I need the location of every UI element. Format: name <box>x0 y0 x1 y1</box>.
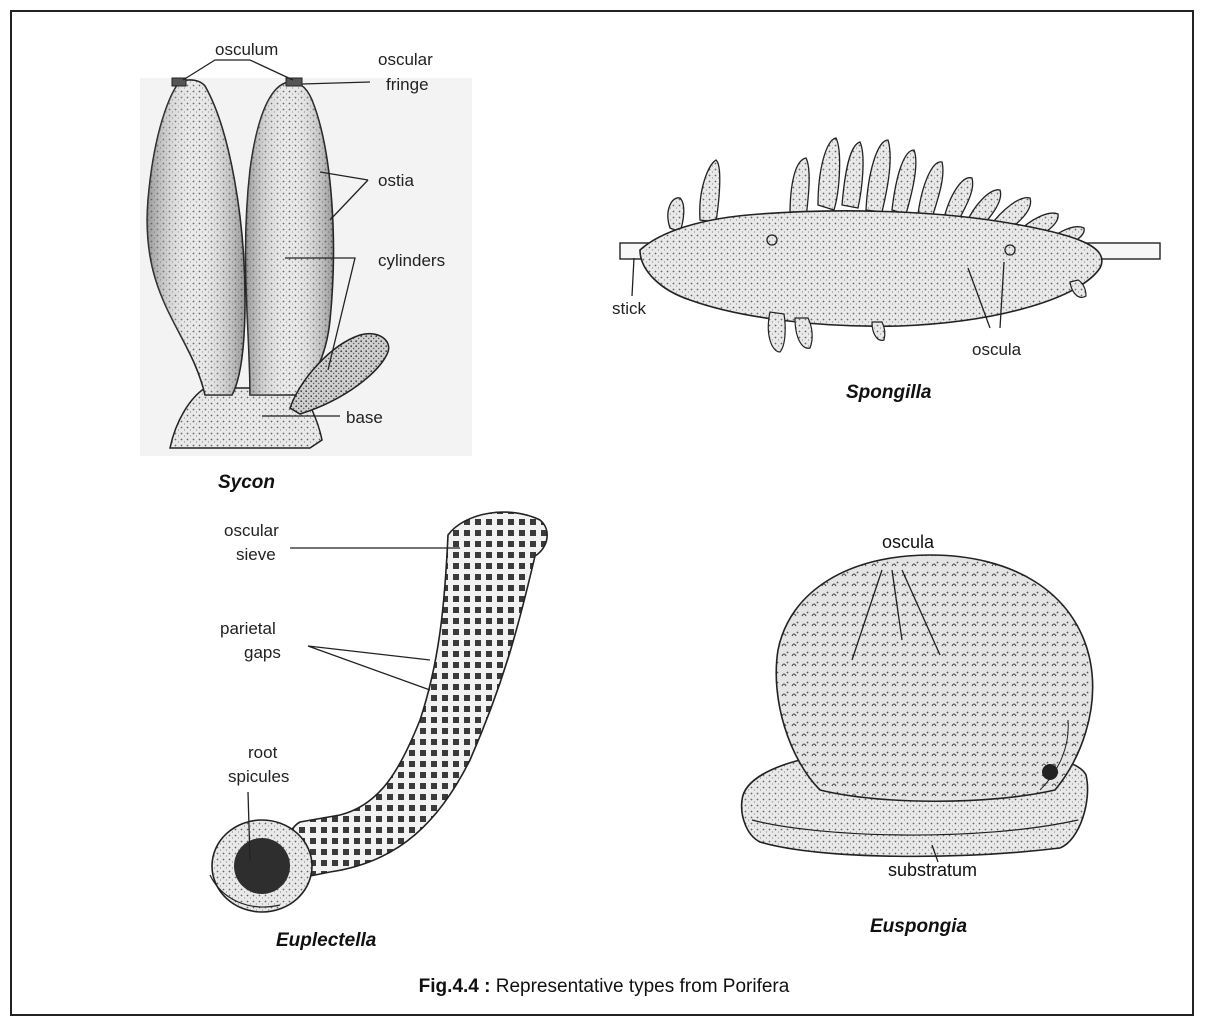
label-parietal-gaps-line1: parietal <box>220 619 276 638</box>
species-name-euspongia: Euspongia <box>870 916 968 937</box>
label-oscula-euspongia: oscula <box>882 532 935 552</box>
spongilla-illustration <box>620 138 1160 352</box>
euplectella-illustration <box>210 512 547 912</box>
label-ostia: ostia <box>378 171 414 190</box>
caption-prefix: Fig.4.4 : <box>419 976 491 997</box>
label-root-spicules-line1: root <box>248 743 278 762</box>
label-stick: stick <box>612 299 647 318</box>
label-root-spicules-line2: spicules <box>228 767 289 786</box>
label-oscular-fringe-line2: fringe <box>386 75 429 94</box>
label-oscular-fringe-line1: oscular <box>378 50 433 69</box>
caption-text: Representative types from Porifera <box>496 976 790 997</box>
label-oscular-sieve-line1: oscular <box>224 521 279 540</box>
label-oscular-sieve-line2: sieve <box>236 545 276 564</box>
euspongia-illustration <box>742 555 1093 862</box>
label-oscula-spongilla: oscula <box>972 340 1022 359</box>
label-cylinders: cylinders <box>378 251 445 270</box>
label-parietal-gaps-line2: gaps <box>244 643 281 662</box>
label-base: base <box>346 408 383 427</box>
label-osculum: osculum <box>215 40 278 59</box>
label-substratum: substratum <box>888 860 977 880</box>
species-name-sycon: Sycon <box>218 472 275 493</box>
figure-caption: Fig.4.4 : Representative types from Pori… <box>0 976 1208 998</box>
species-name-euplectella: Euplectella <box>276 930 377 951</box>
species-name-spongilla: Spongilla <box>846 382 932 403</box>
